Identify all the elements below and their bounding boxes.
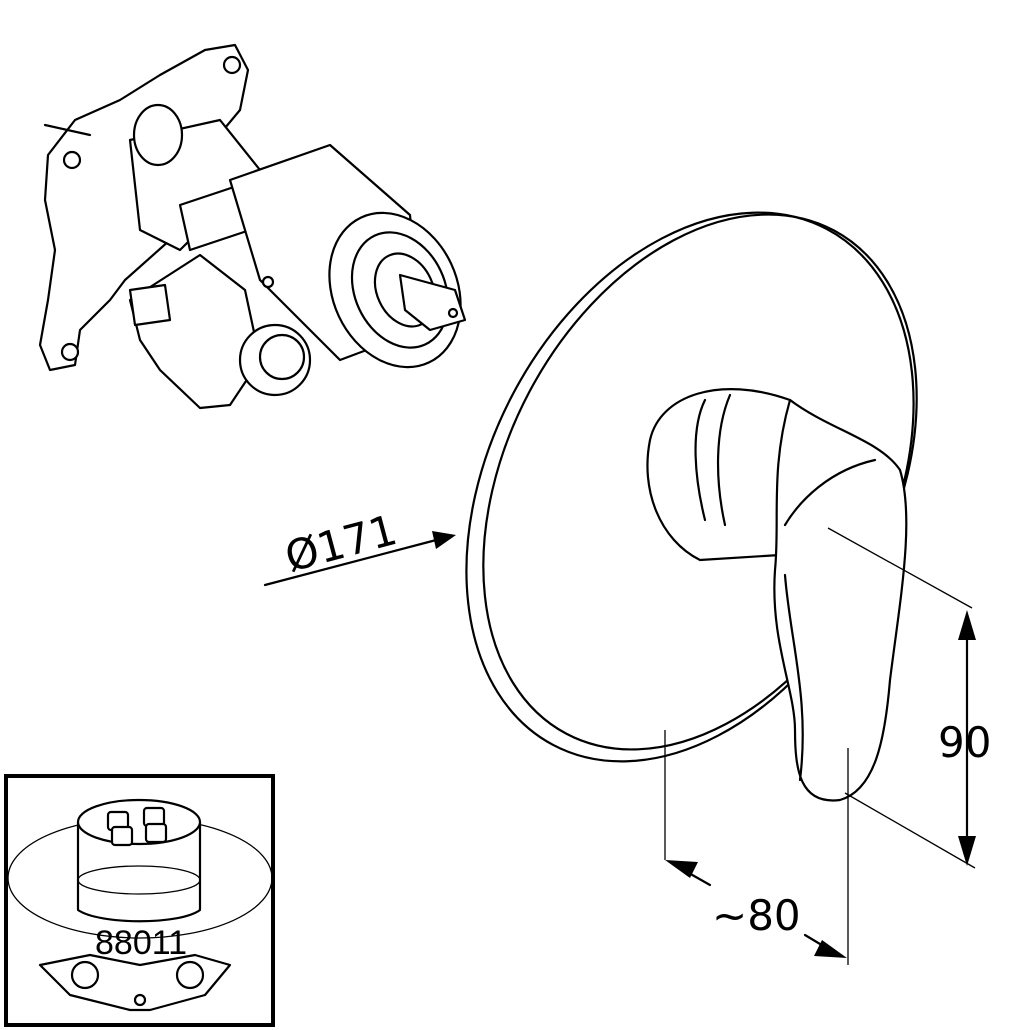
height-dimension: 90 <box>827 527 991 869</box>
height-label: 90 <box>938 718 991 767</box>
arrow-icon <box>958 836 976 866</box>
arrow-icon <box>814 940 847 958</box>
inset-cartridge: 88011 <box>4 774 275 1027</box>
mixer-lever <box>646 388 908 802</box>
diameter-dimension: Ø171 <box>263 505 456 587</box>
rough-in-valve-illustration <box>38 43 467 410</box>
arrow-icon <box>665 860 698 878</box>
arrow-icon <box>958 610 976 640</box>
arrow-icon <box>432 531 456 549</box>
depth-dimension: ~80 <box>664 730 849 965</box>
diameter-label: Ø171 <box>280 505 402 582</box>
depth-label: ~80 <box>712 891 801 940</box>
part-number-label: 88011 <box>95 924 187 962</box>
